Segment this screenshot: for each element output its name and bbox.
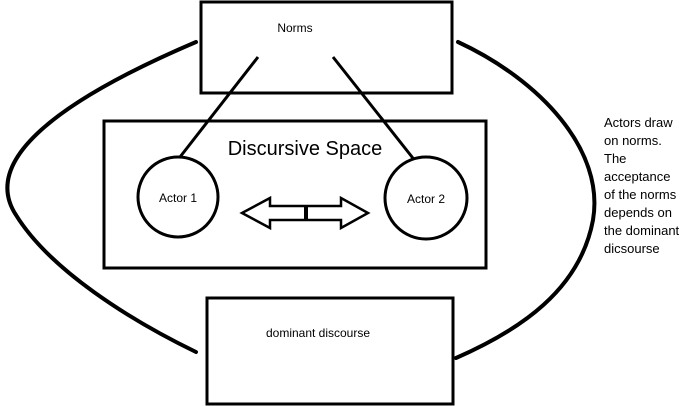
discursive-space-box: [102, 119, 488, 270]
dominant-discourse-box: [205, 296, 455, 406]
actor1-circle: [136, 155, 220, 239]
caption-text: Actors draw on norms. The acceptance of …: [604, 115, 680, 256]
dominant-discourse-label: dominant discourse: [266, 326, 370, 340]
actor2-circle: [383, 155, 469, 241]
norms-box: [199, 0, 454, 95]
actor1-label: Actor 1: [159, 191, 197, 205]
discursive-space-label: Discursive Space: [228, 138, 383, 160]
right-curve-connector: [454, 40, 597, 360]
norms-label: Norms: [277, 21, 312, 35]
norms-to-actor2-line: [331, 56, 418, 163]
actor2-label: Actor 2: [407, 192, 445, 206]
left-curve-connector: [5, 40, 198, 354]
norms-to-actor1-line: [178, 56, 260, 158]
